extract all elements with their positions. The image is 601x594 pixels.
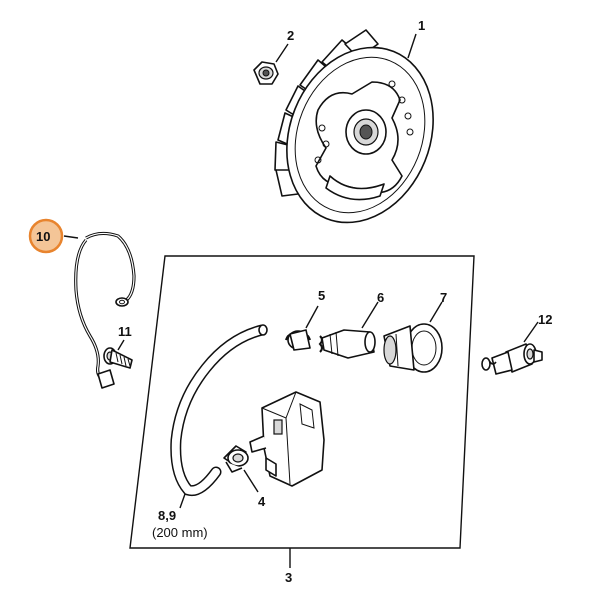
plug-part[interactable] — [481, 343, 543, 375]
callout-6: 6 — [377, 290, 384, 305]
screw-part[interactable] — [103, 347, 133, 369]
callout-10: 10 — [36, 229, 50, 244]
fitting-part[interactable] — [223, 445, 249, 473]
nut-part[interactable] — [253, 61, 279, 85]
callout-3: 3 — [285, 570, 292, 585]
callout-4: 4 — [258, 494, 266, 509]
cap-part[interactable] — [383, 323, 443, 373]
hose-part[interactable] — [170, 324, 268, 497]
highlight-callout-10[interactable]: 10 — [28, 218, 64, 254]
spring-part[interactable] — [284, 329, 312, 351]
callout-12: 12 — [538, 312, 552, 327]
callout-7: 7 — [440, 290, 447, 305]
callout-2: 2 — [287, 28, 294, 43]
callout-1: 1 — [418, 18, 425, 33]
kit-frame — [129, 255, 475, 549]
spark-plug-boot-part[interactable] — [318, 329, 376, 359]
callout-5: 5 — [318, 288, 325, 303]
flywheel-part[interactable] — [261, 25, 458, 244]
hose-length-note: (200 mm) — [152, 525, 208, 540]
callout-8-9: 8,9 — [158, 508, 176, 523]
callout-11: 11 — [118, 324, 132, 339]
wire-part[interactable] — [74, 231, 136, 389]
ignition-module-part[interactable] — [249, 391, 325, 487]
